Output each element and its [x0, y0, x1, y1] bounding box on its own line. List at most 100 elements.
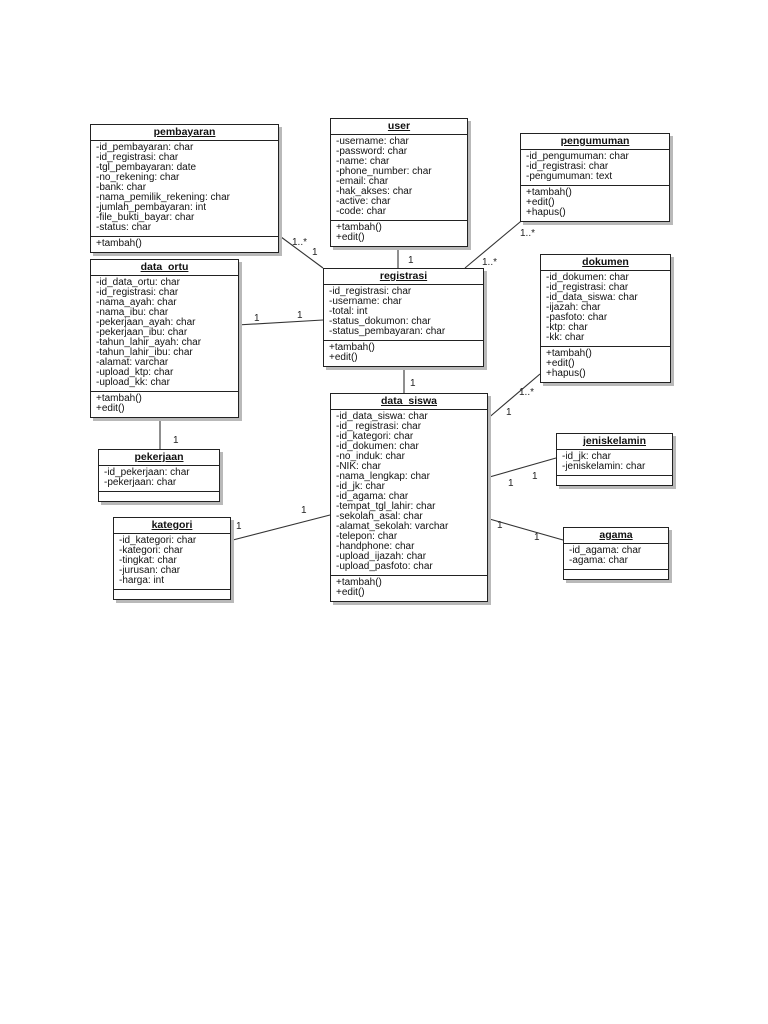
class-method: +tambah(): [336, 222, 382, 233]
method-list: +tambah()+edit(): [331, 575, 487, 601]
class-attribute: -upload_ijazah: char: [336, 551, 427, 562]
class-attribute: -id_ registrasi: char: [336, 421, 422, 432]
method-list: [99, 491, 219, 501]
class-attribute: -status_pembayaran: char: [329, 326, 446, 337]
class-name: agama: [564, 528, 668, 544]
class-method: +hapus(): [546, 368, 586, 379]
attribute-list: -id_registrasi: char-username: char-tota…: [324, 285, 483, 340]
class-agama: agama-id_agama: char-agama: char: [563, 527, 669, 580]
class-attribute: -pekerjaan_ibu: char: [96, 327, 188, 338]
class-method: +edit(): [336, 232, 365, 243]
class-attribute: -status_dokumon: char: [329, 316, 431, 327]
multiplicity-label: 1: [301, 505, 307, 516]
class-method: +edit(): [526, 197, 555, 208]
class-attribute: -id_registrasi: char: [96, 152, 179, 163]
class-attribute: -tempat_tgl_lahir: char: [336, 501, 436, 512]
class-user: user-username: char-password: char-name:…: [330, 118, 468, 247]
class-attribute: -username: char: [329, 296, 402, 307]
class-attribute: -id_data_siswa: char: [336, 411, 428, 422]
multiplicity-label: 1: [312, 247, 318, 258]
class-attribute: -tahun_lahir_ibu: char: [96, 347, 193, 358]
class-attribute: -nama_lengkap: char: [336, 471, 430, 482]
class-method: +tambah(): [336, 577, 382, 588]
class-data-siswa: data_siswa-id_data_siswa: char-id_ regis…: [330, 393, 488, 602]
class-method: +edit(): [329, 352, 358, 363]
class-name: pekerjaan: [99, 450, 219, 466]
multiplicity-label: 1: [508, 478, 514, 489]
multiplicity-label: 1: [297, 310, 303, 321]
class-attribute: -pasfoto: char: [546, 312, 608, 323]
assoc-pembayaran-registrasi: [276, 233, 324, 269]
class-attribute: -id_registrasi: char: [329, 286, 412, 297]
class-name: registrasi: [324, 269, 483, 285]
class-data-ortu: data_ortu-id_data_ortu: char-id_registra…: [90, 259, 239, 418]
class-method: +edit(): [336, 587, 365, 598]
method-list: +tambah()+edit(): [91, 391, 238, 417]
class-attribute: -id_kategori: char: [119, 535, 197, 546]
method-list: +tambah()+edit()+hapus(): [541, 346, 670, 382]
class-attribute: -id_pengumuman: char: [526, 151, 629, 162]
class-method: +tambah(): [546, 348, 592, 359]
class-method: +tambah(): [96, 238, 142, 249]
method-list: [564, 569, 668, 579]
multiplicity-label: 1: [534, 532, 540, 543]
multiplicity-label: 1: [497, 520, 503, 531]
attribute-list: -id_data_ortu: char-id_registrasi: char-…: [91, 276, 238, 391]
class-attribute: -NIK: char: [336, 461, 382, 472]
attribute-list: -id_kategori: char-kategori: char-tingka…: [114, 534, 230, 589]
class-pembayaran: pembayaran-id_pembayaran: char-id_regist…: [90, 124, 279, 253]
class-attribute: -upload_kk: char: [96, 377, 170, 388]
class-attribute: -username: char: [336, 136, 409, 147]
class-attribute: -tingkat: char: [119, 555, 177, 566]
attribute-list: -id_pengumuman: char-id_registrasi: char…: [521, 150, 669, 185]
class-attribute: -agama: char: [569, 555, 628, 566]
assoc-kategori-datasiswa: [228, 514, 331, 542]
class-attribute: -handphone: char: [336, 541, 415, 552]
class-attribute: -email: char: [336, 176, 389, 187]
class-attribute: -nama_ibu: char: [96, 307, 169, 318]
class-name: data_siswa: [331, 394, 487, 410]
class-attribute: -id_jk: char: [336, 481, 385, 492]
class-attribute: -id_dokumen: char: [336, 441, 419, 452]
multiplicity-label: 1: [254, 313, 260, 324]
class-attribute: -jumlah_pembayaran: int: [96, 202, 207, 213]
class-attribute: -alamat_sekolah: varchar: [336, 521, 449, 532]
assoc-jeniskelamin-datasiswa: [485, 457, 557, 479]
assoc-dokumen-datasiswa: [485, 373, 541, 421]
class-attribute: -id_registrasi: char: [546, 282, 629, 293]
attribute-list: -id_pembayaran: char-id_registrasi: char…: [91, 141, 278, 236]
class-method: +hapus(): [526, 207, 566, 218]
multiplicity-label: 1: [410, 378, 416, 389]
class-method: +tambah(): [96, 393, 142, 404]
multiplicity-label: 1: [408, 255, 414, 266]
method-list: +tambah()+edit(): [324, 340, 483, 366]
method-list: [557, 475, 672, 485]
class-attribute: -alamat: varchar: [96, 357, 169, 368]
multiplicity-label: 1..*: [520, 228, 536, 239]
class-attribute: -pekerjaan_ayah: char: [96, 317, 196, 328]
multiplicity-label: 1: [506, 407, 512, 418]
class-attribute: -id_dokumen: char: [546, 272, 629, 283]
class-attribute: -status: char: [96, 222, 152, 233]
class-attribute: -bank: char: [96, 182, 147, 193]
class-attribute: -no_rekening: char: [96, 172, 180, 183]
multiplicity-label: 1: [532, 471, 538, 482]
class-attribute: -code: char: [336, 206, 387, 217]
attribute-list: -id_jk: char-jeniskelamin: char: [557, 450, 672, 475]
class-attribute: -password: char: [336, 146, 408, 157]
class-kategori: kategori-id_kategori: char-kategori: cha…: [113, 517, 231, 600]
class-name: data_ortu: [91, 260, 238, 276]
attribute-list: -id_data_siswa: char-id_ registrasi: cha…: [331, 410, 487, 575]
class-attribute: -total: int: [329, 306, 368, 317]
class-attribute: -ijazah: char: [546, 302, 601, 313]
class-name: jeniskelamin: [557, 434, 672, 450]
class-method: +tambah(): [526, 187, 572, 198]
method-list: [114, 589, 230, 599]
class-attribute: -jeniskelamin: char: [562, 461, 646, 472]
class-attribute: -id_pembayaran: char: [96, 142, 194, 153]
class-attribute: -upload_ktp: char: [96, 367, 174, 378]
class-attribute: -harga: int: [119, 575, 165, 586]
multiplicity-label: 1..*: [482, 257, 498, 268]
class-pengumuman: pengumuman-id_pengumuman: char-id_regist…: [520, 133, 670, 222]
